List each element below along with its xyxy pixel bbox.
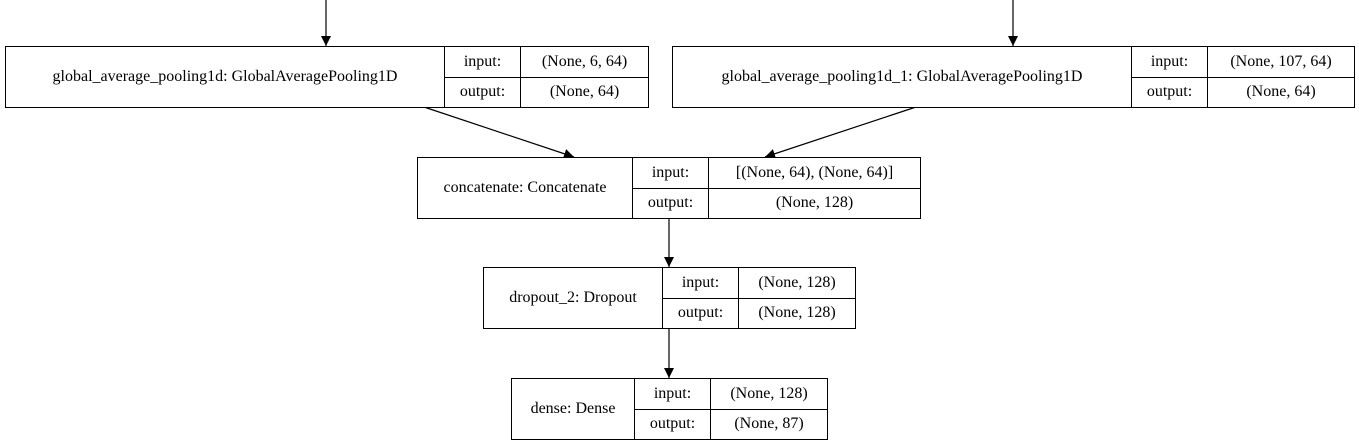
input-value: (None, 128): [730, 384, 808, 402]
node-label: dense: Dense: [512, 379, 635, 439]
node-label: concatenate: Concatenate: [418, 158, 633, 218]
input-key: input:: [663, 268, 739, 298]
input-value: (None, 128): [758, 273, 836, 291]
input-value: (None, 107, 64): [1230, 52, 1332, 70]
node-global-average-pooling1d: global_average_pooling1d: GlobalAverageP…: [5, 46, 649, 108]
input-key: input:: [445, 47, 521, 77]
output-key: output:: [663, 298, 739, 328]
input-value: [(None, 64), (None, 64)]: [735, 163, 894, 181]
output-value: (None, 87): [734, 415, 804, 433]
node-label: dropout_2: Dropout: [484, 268, 663, 328]
node-concatenate: concatenate: Concatenate input: [(None, …: [417, 157, 921, 219]
output-key: output:: [633, 188, 709, 218]
output-key: output:: [445, 77, 521, 107]
output-value: (None, 128): [775, 194, 854, 212]
edge-gap1-concat: [423, 106, 575, 159]
node-label: global_average_pooling1d: GlobalAverageP…: [6, 47, 445, 107]
input-value: (None, 6, 64): [541, 52, 628, 70]
input-key: input:: [635, 379, 711, 409]
output-key: output:: [1132, 77, 1208, 107]
output-key: output:: [635, 409, 711, 439]
edge-gap2-concat: [764, 106, 917, 159]
output-value: (None, 128): [758, 304, 836, 322]
node-label: global_average_pooling1d_1: GlobalAverag…: [673, 47, 1132, 107]
output-value: (None, 64): [1246, 83, 1316, 101]
input-key: input:: [633, 158, 709, 188]
node-dropout-2: dropout_2: Dropout input: (None, 128) ou…: [483, 267, 856, 329]
node-global-average-pooling1d-1: global_average_pooling1d_1: GlobalAverag…: [672, 46, 1355, 108]
output-value: (None, 64): [549, 83, 620, 101]
node-dense: dense: Dense input: (None, 128) output: …: [511, 378, 828, 440]
input-key: input:: [1132, 47, 1208, 77]
